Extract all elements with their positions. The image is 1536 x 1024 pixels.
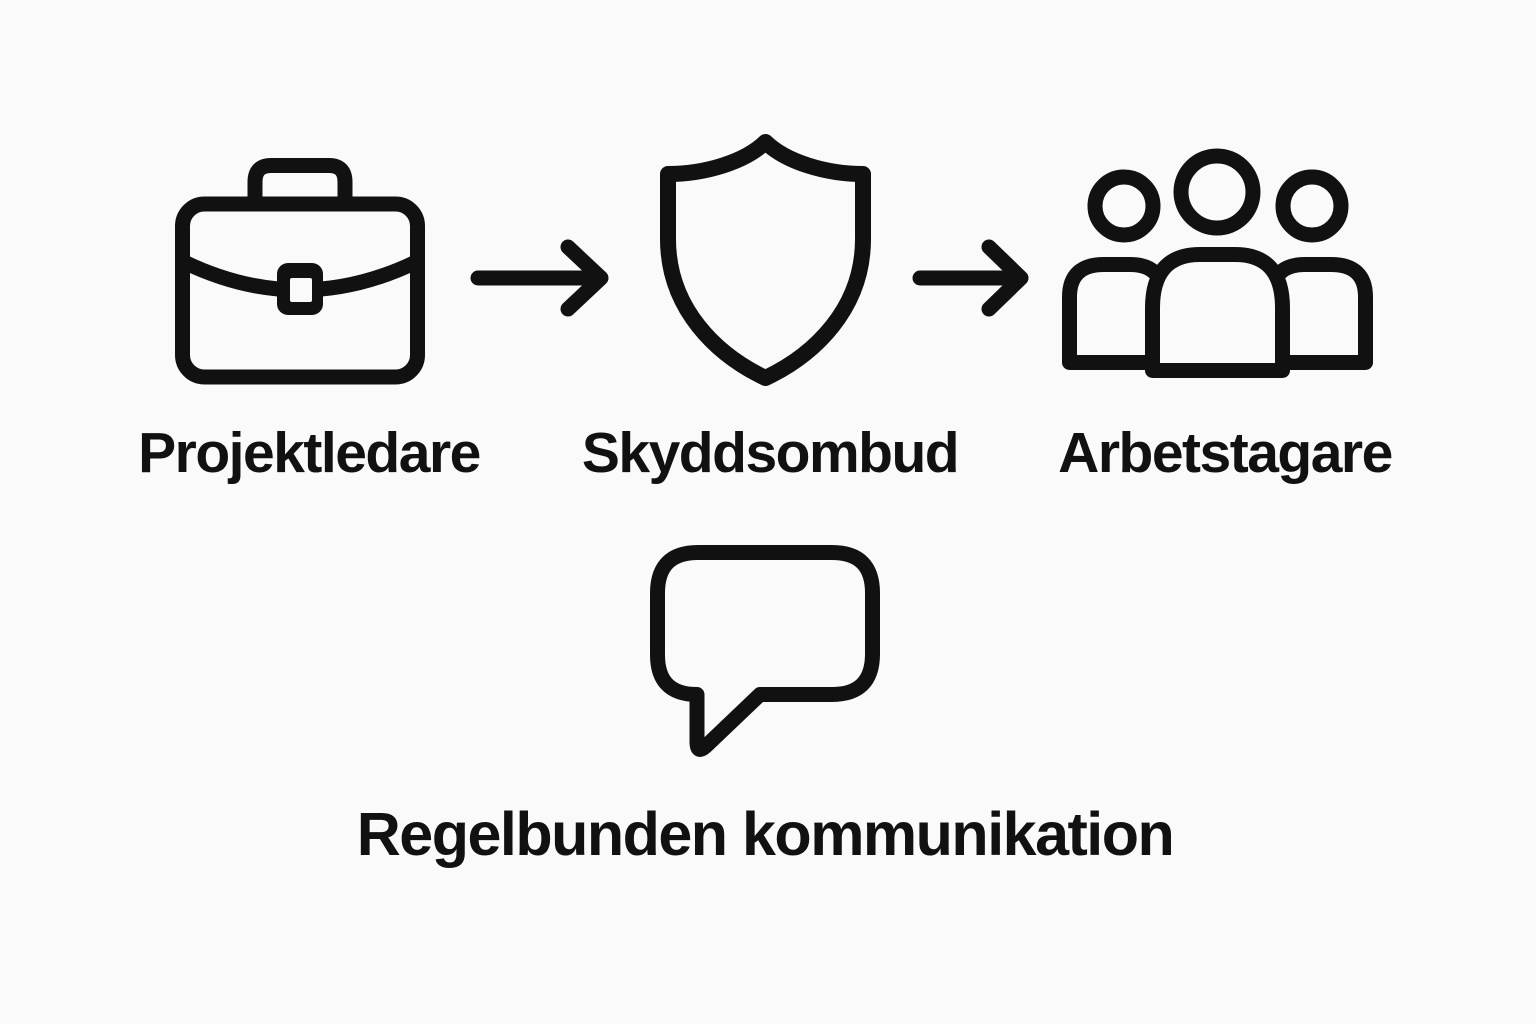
speech-bubble-icon: [650, 545, 880, 760]
node-label-projektledare: Projektledare: [138, 421, 481, 485]
shield-icon: [653, 131, 878, 391]
arrow-right-icon: [911, 226, 1035, 330]
node-label-arbetstagare: Arbetstagare: [1058, 421, 1393, 485]
briefcase-icon: [175, 158, 425, 386]
arrow-right-icon: [469, 226, 617, 330]
communication-label: Regelbunden kommunikation: [356, 800, 1175, 868]
node-label-skyddsombud: Skyddsombud: [581, 421, 960, 485]
people-icon: [1060, 145, 1375, 385]
